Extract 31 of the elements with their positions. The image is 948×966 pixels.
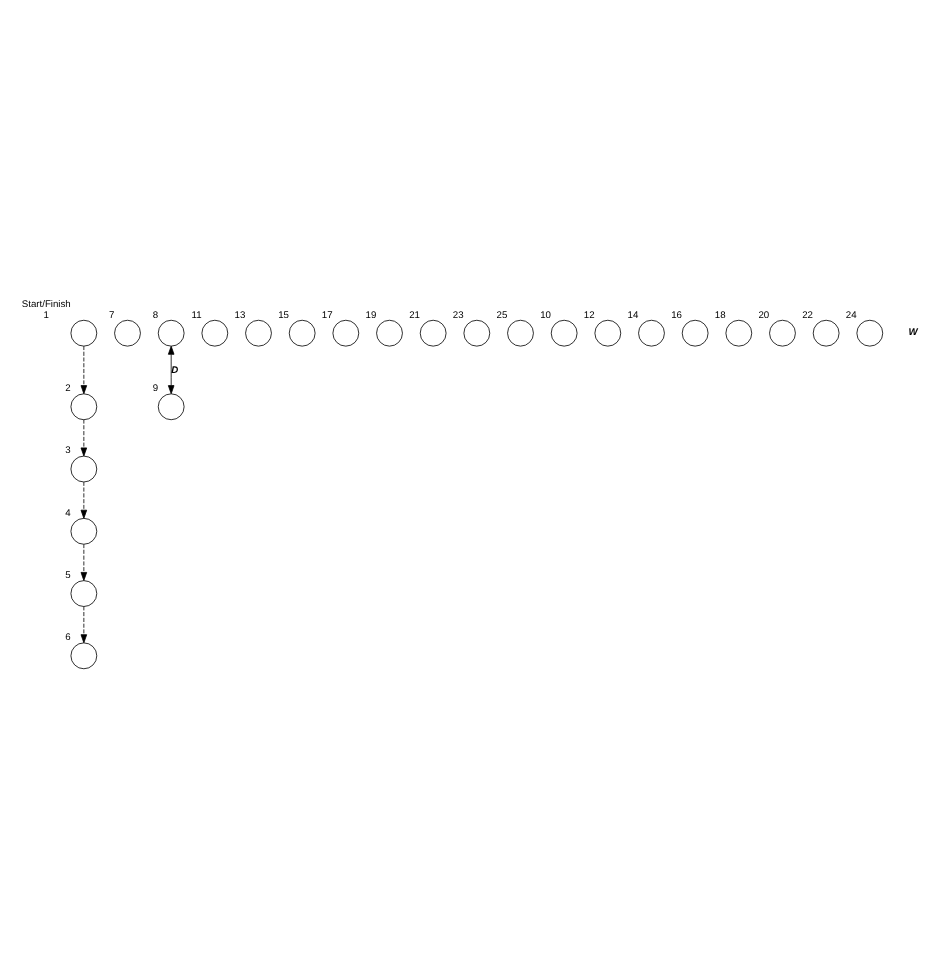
node-circle	[70, 641, 98, 669]
node-circle	[245, 318, 272, 346]
node-circle	[376, 318, 403, 346]
node-circle	[70, 318, 98, 346]
arrow	[80, 344, 88, 394]
arrow	[167, 344, 175, 394]
node-circle	[725, 318, 753, 346]
node-circle	[157, 392, 185, 420]
node-circle	[70, 392, 98, 420]
node-circle	[638, 318, 665, 346]
node-circle	[681, 318, 709, 346]
node-circle	[288, 318, 316, 346]
arrow	[80, 480, 88, 518]
node-circle	[201, 318, 229, 346]
node-circle	[550, 318, 578, 346]
arrow	[80, 418, 88, 456]
node-circle	[332, 318, 360, 346]
node-circle	[812, 318, 840, 346]
node-circle	[70, 516, 98, 544]
node-circle	[114, 318, 141, 346]
node-circle	[856, 318, 884, 346]
arrow	[80, 543, 88, 580]
node-circle	[463, 318, 491, 346]
node-circle	[507, 318, 534, 346]
node-circle	[419, 318, 447, 346]
node-circle	[70, 454, 98, 482]
node-circle	[157, 318, 185, 346]
node-circle	[70, 579, 98, 606]
node-circle	[769, 318, 796, 346]
arrow	[80, 605, 88, 643]
node-circle	[594, 318, 622, 346]
